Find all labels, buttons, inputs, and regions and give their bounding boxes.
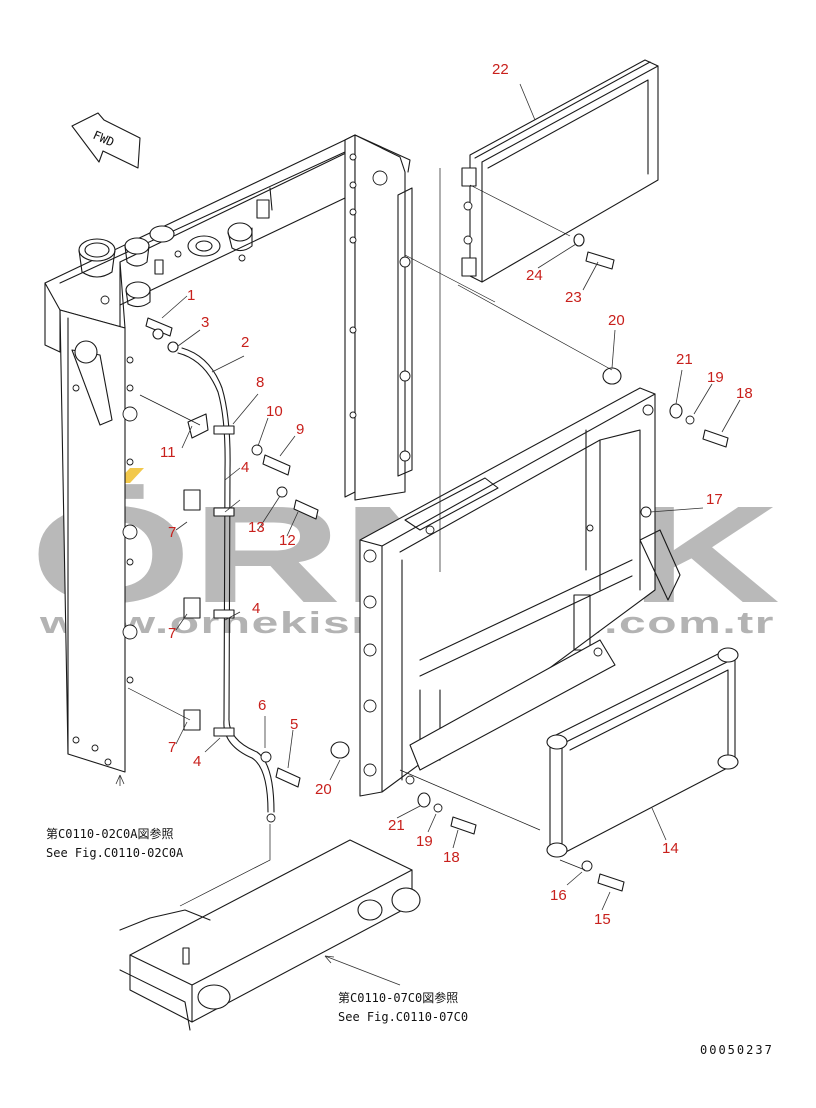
- oil-cooler: [546, 647, 739, 892]
- callout-number: 16: [550, 887, 567, 904]
- reference-note-en: See Fig.C0110-07C0: [338, 1010, 468, 1024]
- callout-numbers: 1 2 3 4 4 4 5 6 7 7 7 8 9 10 11 12 13 14…: [160, 61, 753, 928]
- callout-number: 19: [416, 833, 433, 850]
- callout-leaders: [115, 83, 741, 986]
- callout-number: 4: [193, 753, 201, 770]
- callout-number: 3: [201, 314, 209, 331]
- hose-assembly: [145, 317, 319, 823]
- callout-number: 18: [443, 849, 460, 866]
- reference-note-jp: 第C0110-02C0A図参照: [46, 826, 173, 841]
- callout-number: 1: [187, 287, 195, 304]
- lower-tank: [119, 839, 421, 1031]
- assembly-lines: [127, 168, 613, 907]
- callout-number: 23: [565, 289, 582, 306]
- callout-number: 11: [160, 444, 176, 461]
- callout-number: 4: [241, 459, 249, 476]
- callout-number: 7: [168, 739, 176, 756]
- callout-number: 9: [296, 421, 304, 438]
- reference-note-en: See Fig.C0110-02C0A: [46, 846, 184, 860]
- callout-number: 6: [258, 697, 266, 714]
- callout-number: 8: [256, 374, 264, 391]
- reference-note-jp: 第C0110-07C0図参照: [338, 990, 458, 1005]
- callout-number: 12: [279, 532, 296, 549]
- reference-notes: 第C0110-02C0A図参照 See Fig.C0110-02C0A 第C01…: [46, 826, 774, 1057]
- callout-number: 17: [706, 491, 723, 508]
- callout-number: 7: [168, 524, 176, 541]
- radiator-core-upper: [461, 59, 659, 283]
- callout-number: 13: [248, 519, 265, 536]
- callout-number: 20: [315, 781, 332, 798]
- callout-number: 20: [608, 312, 625, 329]
- center-frame-assembly: [330, 367, 729, 835]
- left-frame-assembly: [44, 134, 413, 773]
- callout-number: 15: [594, 911, 611, 928]
- callout-number: 24: [526, 267, 543, 284]
- drawing-number: 00050237: [700, 1043, 774, 1057]
- callout-number: 10: [266, 403, 283, 420]
- callout-number: 5: [290, 716, 298, 733]
- callout-number: 4: [252, 600, 260, 617]
- forward-direction-arrow: FWD: [71, 112, 141, 169]
- callout-number: 21: [388, 817, 405, 834]
- callout-number: 19: [707, 369, 724, 386]
- forward-label: FWD: [91, 128, 117, 150]
- callout-number: 14: [662, 840, 679, 857]
- callout-number: 22: [492, 61, 509, 78]
- callout-number: 7: [168, 625, 176, 642]
- callout-number: 2: [241, 334, 249, 351]
- callout-number: 21: [676, 351, 693, 368]
- callout-number: 18: [736, 385, 753, 402]
